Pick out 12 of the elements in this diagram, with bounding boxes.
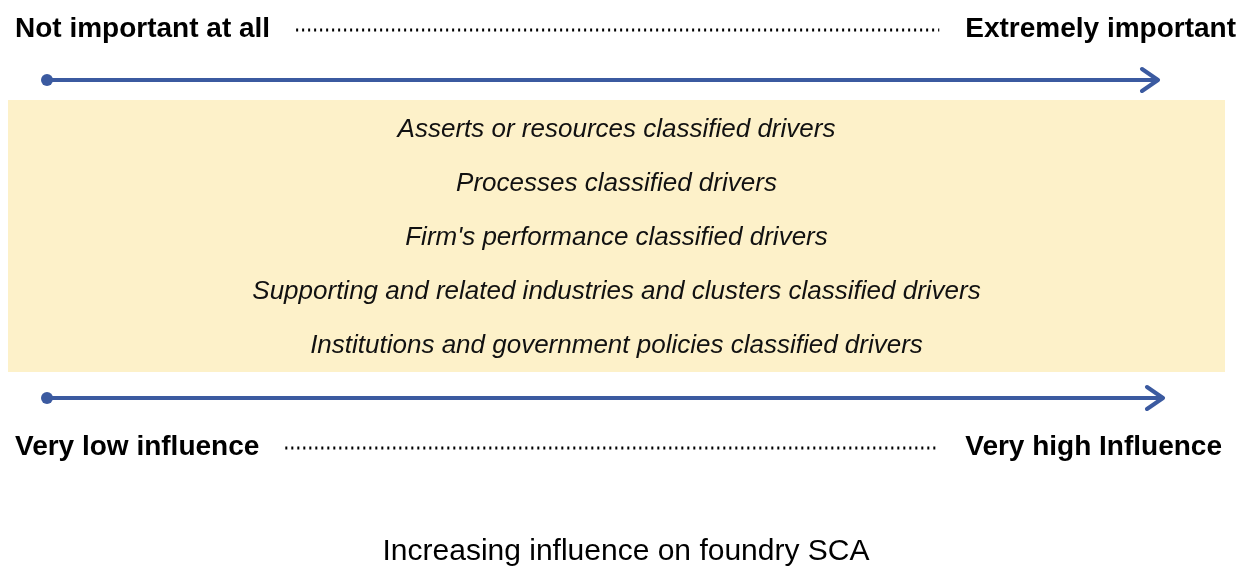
scale-label: Very high Influence (965, 428, 1222, 464)
driver-category: Firm's performance classified drivers (405, 219, 828, 253)
driver-category: Processes classified drivers (456, 165, 777, 199)
driver-category: Supporting and related industries and clusters classified drivers (252, 273, 981, 307)
scale-label: Very low influence (15, 428, 260, 464)
driver-category: Institutions and government policies classified drivers (310, 327, 923, 361)
scale-label: Extremely important (965, 10, 1236, 46)
dotted-line (296, 28, 940, 32)
caption: Increasing influence on foundry SCA (381, 532, 871, 568)
scale-label: Not important at all (15, 10, 271, 46)
driver-category: Asserts or resources classified drivers (397, 111, 836, 145)
driver-band (8, 100, 1225, 372)
